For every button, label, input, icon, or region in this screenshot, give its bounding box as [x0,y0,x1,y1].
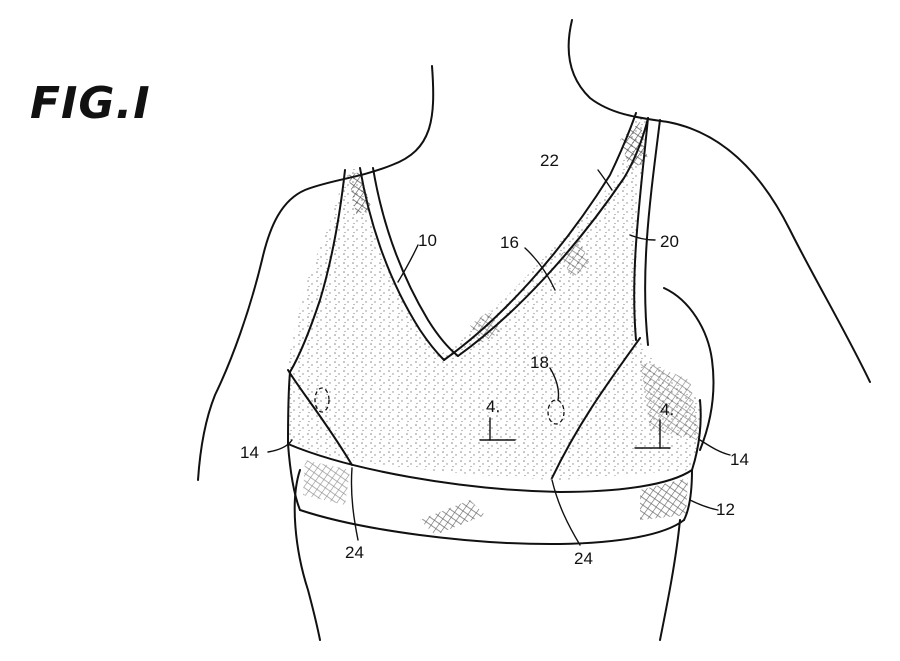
label-16: 16 [500,233,519,252]
label-4-right: 4. [660,400,674,419]
label-10: 10 [418,231,437,250]
left-cup-marker [314,387,330,413]
label-14-left: 14 [240,443,259,462]
label-4-left: 4. [486,397,500,416]
label-20: 20 [660,232,679,251]
bra-garment [287,112,702,480]
leader-lines [267,169,731,546]
label-22: 22 [540,151,559,170]
label-24-right: 24 [574,549,593,568]
label-14-right: 14 [730,450,749,469]
section-markers [479,417,671,449]
label-24-left: 24 [345,543,364,562]
figure-title: FIG.I [30,78,151,129]
label-18: 18 [530,353,549,372]
bra-band [287,443,693,546]
reference-labels: 10 12 14 14 16 18 20 22 24 24 4. 4. [240,151,749,568]
label-12: 12 [716,500,735,519]
right-cup-marker [547,399,565,425]
